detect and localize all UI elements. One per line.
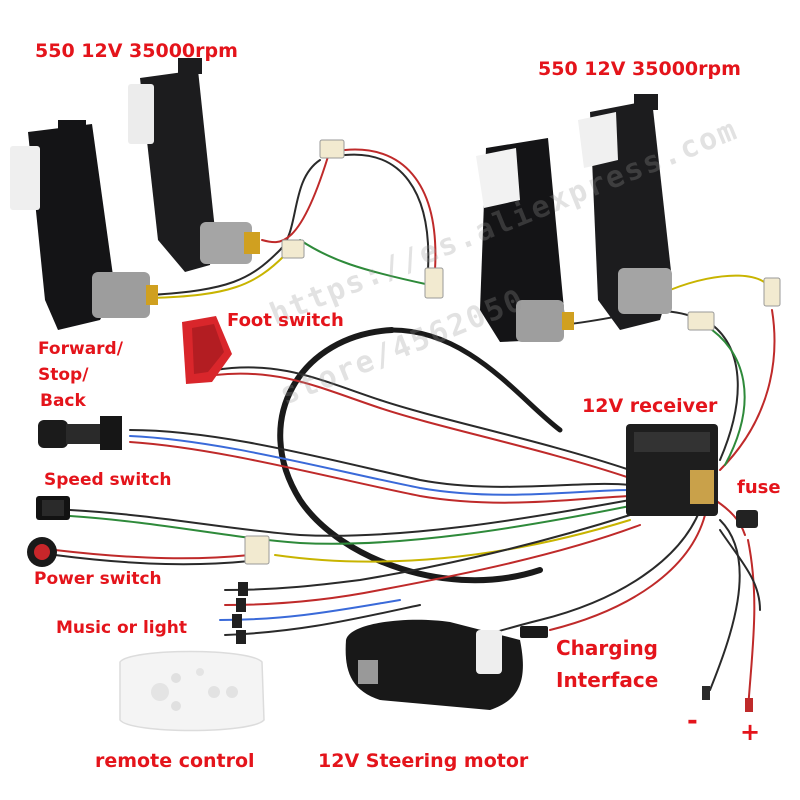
- label-foot-switch: Foot switch: [227, 310, 344, 331]
- label-speed-switch: Speed switch: [44, 470, 172, 490]
- fuse-holder: [736, 510, 758, 528]
- forward-stop-back-switch: [38, 416, 122, 450]
- speed-switch: [36, 496, 70, 520]
- label-interface: Interface: [556, 668, 659, 692]
- left-connector-mid: [281, 239, 305, 259]
- label-power-switch: Power switch: [34, 569, 162, 589]
- label-fuse: fuse: [737, 477, 781, 498]
- left-front-gearbox: [10, 120, 158, 330]
- left-drive-motors: [10, 58, 444, 330]
- left-connector-low: [424, 267, 444, 299]
- label-plus: +: [740, 718, 761, 746]
- label-back: Back: [40, 391, 86, 411]
- right-front-gearbox: [476, 138, 574, 342]
- receiver-box: [626, 424, 718, 516]
- foot-switch: [182, 316, 232, 384]
- charging-plug: [520, 626, 548, 638]
- left-connector-top: [319, 139, 345, 159]
- label-music-light: Music or light: [56, 618, 187, 638]
- label-forward: Forward/: [38, 339, 123, 359]
- label-receiver: 12V receiver: [582, 395, 718, 417]
- right-connector-b: [763, 277, 781, 307]
- minus-lead-tip: [702, 686, 710, 700]
- main-connector-block: [244, 535, 270, 565]
- label-minus: -: [687, 706, 698, 736]
- wiring-harness: [54, 148, 776, 711]
- label-steering-motor: 12V Steering motor: [318, 750, 529, 772]
- music-light-plugs: [232, 582, 248, 644]
- plus-lead-tip: [745, 698, 753, 712]
- right-drive-motors: [476, 94, 781, 342]
- steering-motor: [345, 619, 523, 710]
- right-connector-a: [687, 311, 715, 331]
- label-right-motor: 550 12V 35000rpm: [538, 58, 741, 80]
- remote-control: [119, 650, 265, 732]
- right-rear-gearbox: [578, 94, 672, 330]
- power-switch: [27, 537, 57, 567]
- left-rear-gearbox: [128, 58, 260, 272]
- label-remote-control: remote control: [95, 750, 255, 772]
- label-left-motor: 550 12V 35000rpm: [35, 40, 238, 62]
- label-stop: Stop/: [38, 365, 89, 385]
- label-charging: Charging: [556, 636, 659, 660]
